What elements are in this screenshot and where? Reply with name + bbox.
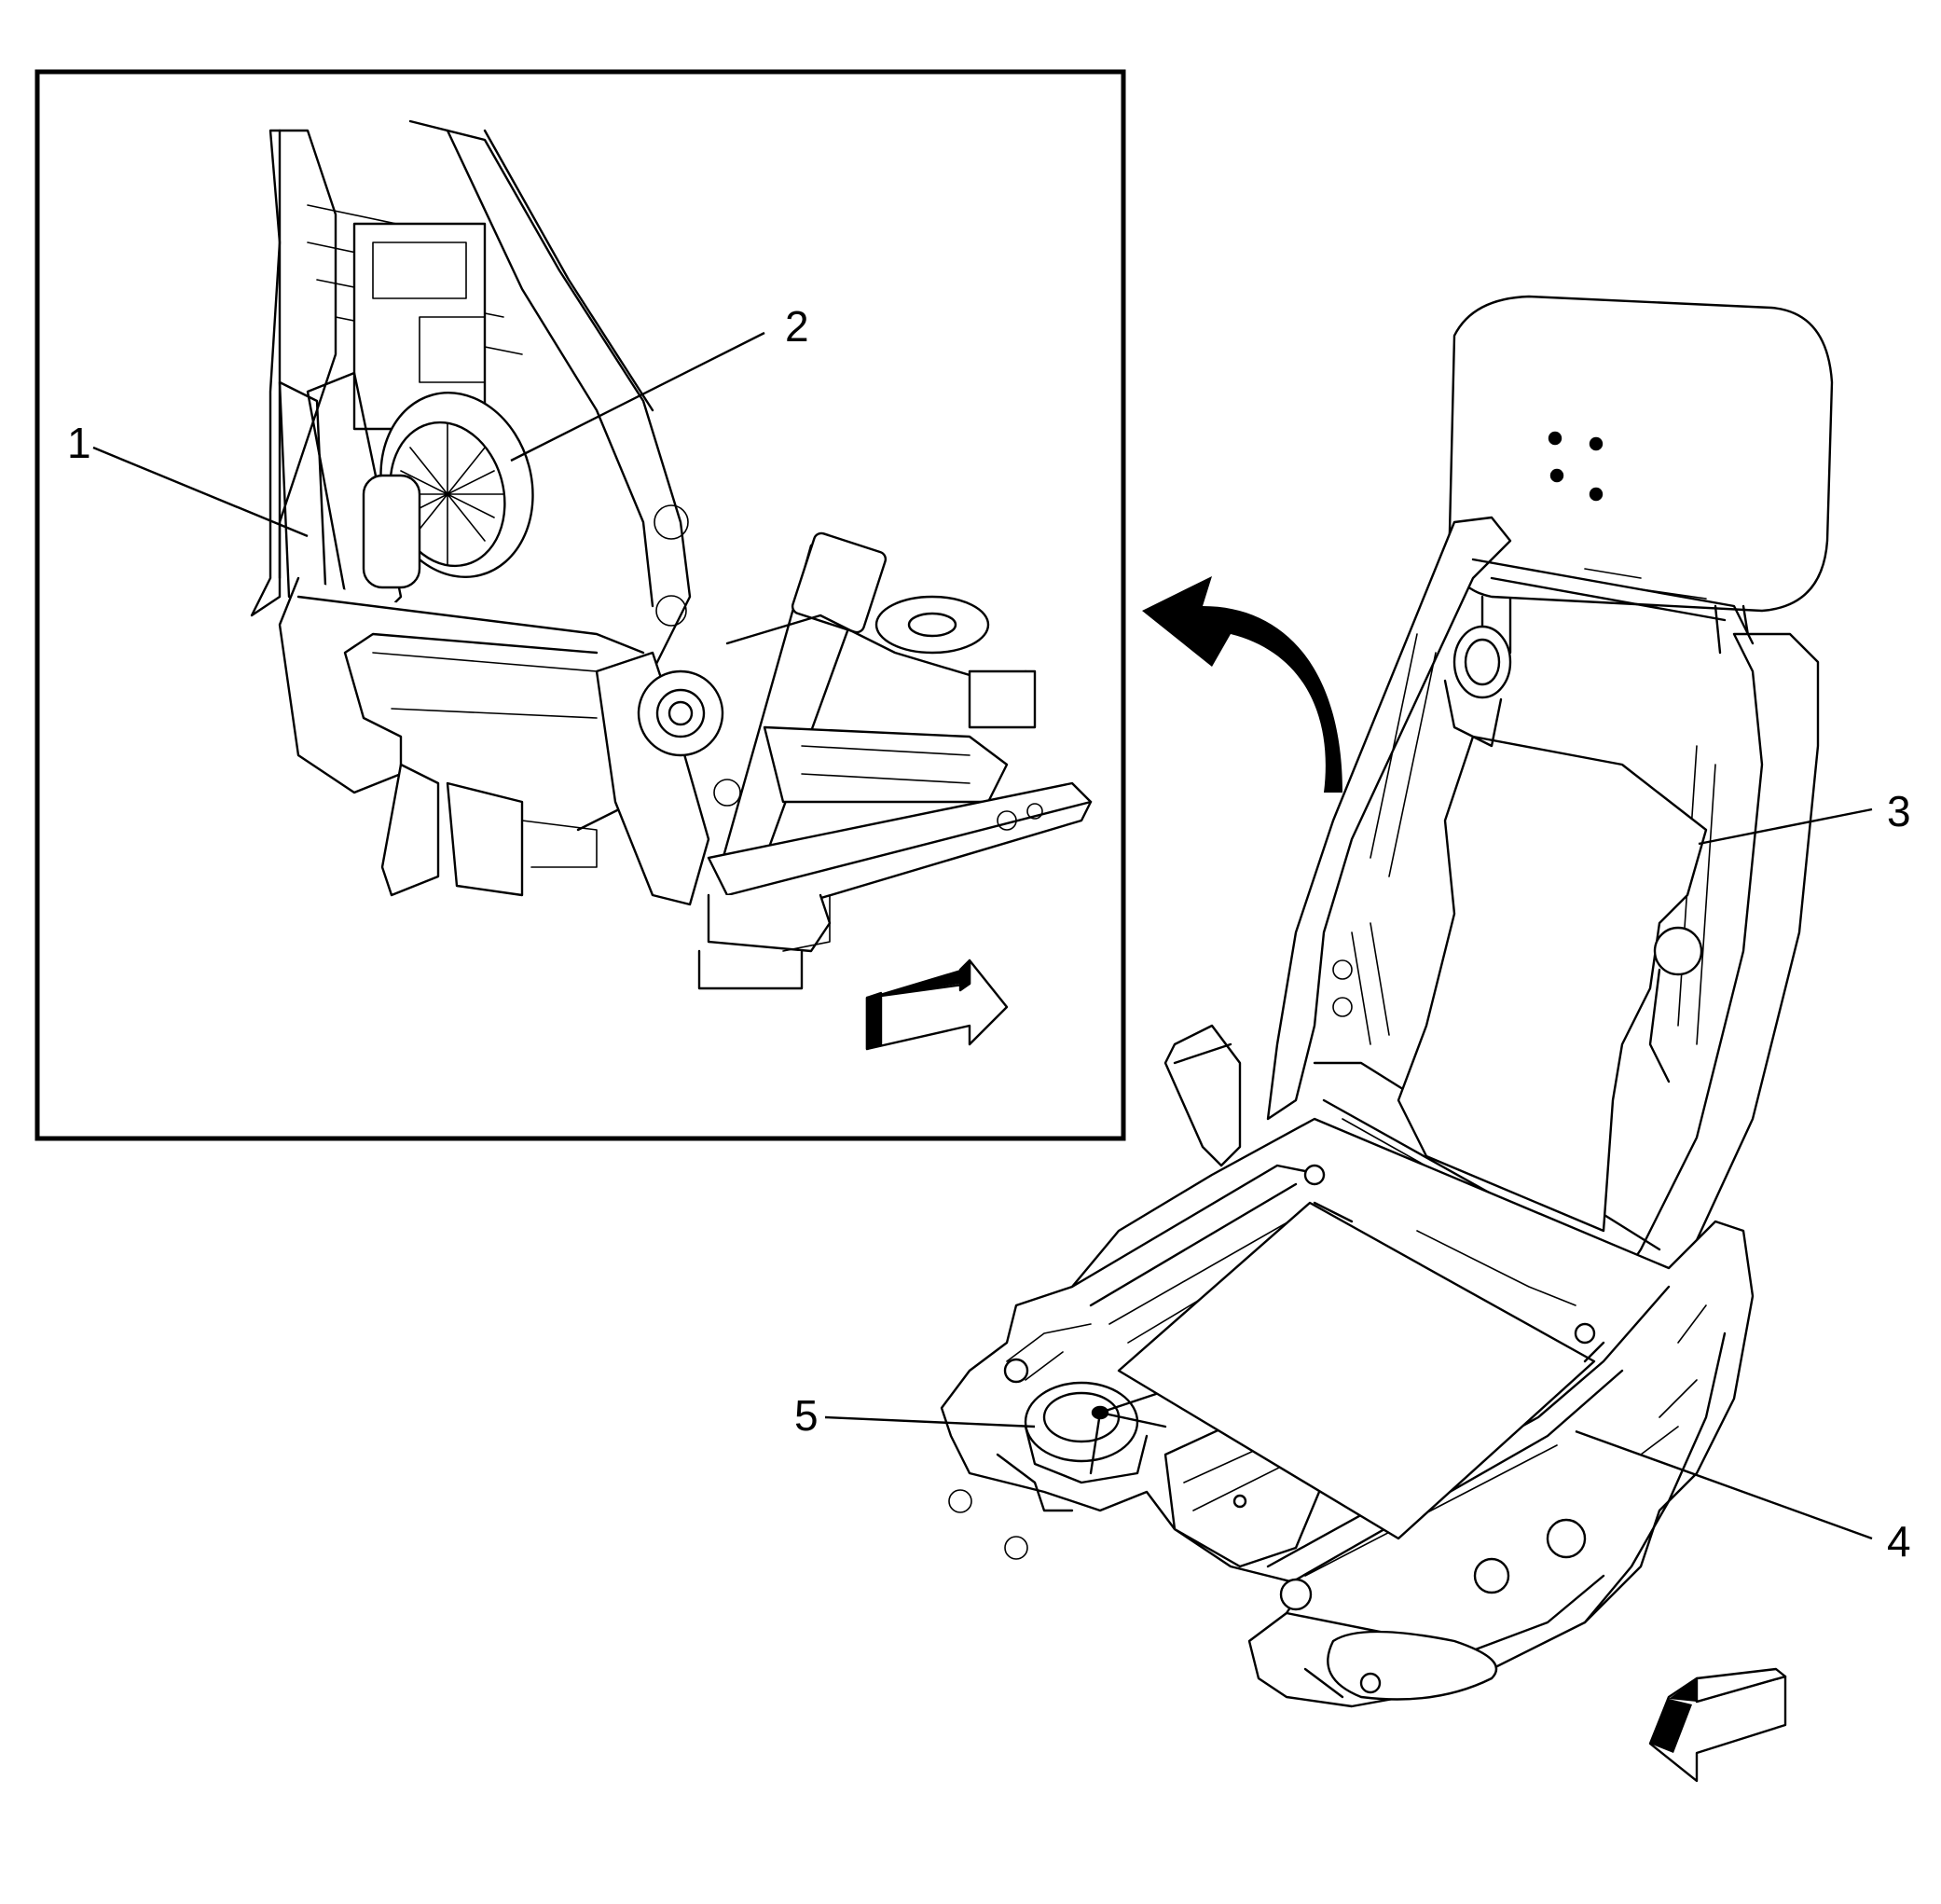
main-seat bbox=[940, 295, 1834, 1783]
leader-line-3 bbox=[1698, 807, 1873, 846]
front-arrow-icon bbox=[1648, 1667, 1787, 1783]
forward-arrow-icon bbox=[865, 959, 1009, 1051]
inset-cushion bbox=[278, 576, 645, 897]
callout-label-5: 5 bbox=[794, 1391, 819, 1440]
leader-line-5 bbox=[824, 1415, 1036, 1428]
leader-line-2 bbox=[510, 331, 765, 462]
inset-recliner bbox=[595, 504, 741, 906]
inset-view bbox=[34, 69, 1126, 1141]
inset-seatback-frame bbox=[250, 119, 692, 832]
cushion-blower bbox=[1003, 1323, 1167, 1484]
buckle bbox=[1163, 1024, 1242, 1167]
seatback-heater-pad bbox=[1397, 735, 1708, 1233]
callout-label-2: 2 bbox=[785, 302, 809, 351]
leader-line-4 bbox=[1575, 1429, 1873, 1540]
inset-blower-motor bbox=[362, 392, 534, 589]
seatback-blower bbox=[1332, 625, 1703, 1083]
callout-label-4: 4 bbox=[1887, 1517, 1911, 1566]
callout-label-3: 3 bbox=[1887, 787, 1911, 835]
leader-line-1 bbox=[92, 446, 309, 538]
cushion-heater-pad bbox=[1117, 1164, 1605, 1540]
inset-rail bbox=[697, 595, 1093, 990]
leader-lines bbox=[92, 331, 1873, 1540]
headrest bbox=[1448, 295, 1834, 655]
callout-label-1: 1 bbox=[67, 419, 91, 467]
curved-arrow-icon bbox=[1142, 576, 1342, 793]
